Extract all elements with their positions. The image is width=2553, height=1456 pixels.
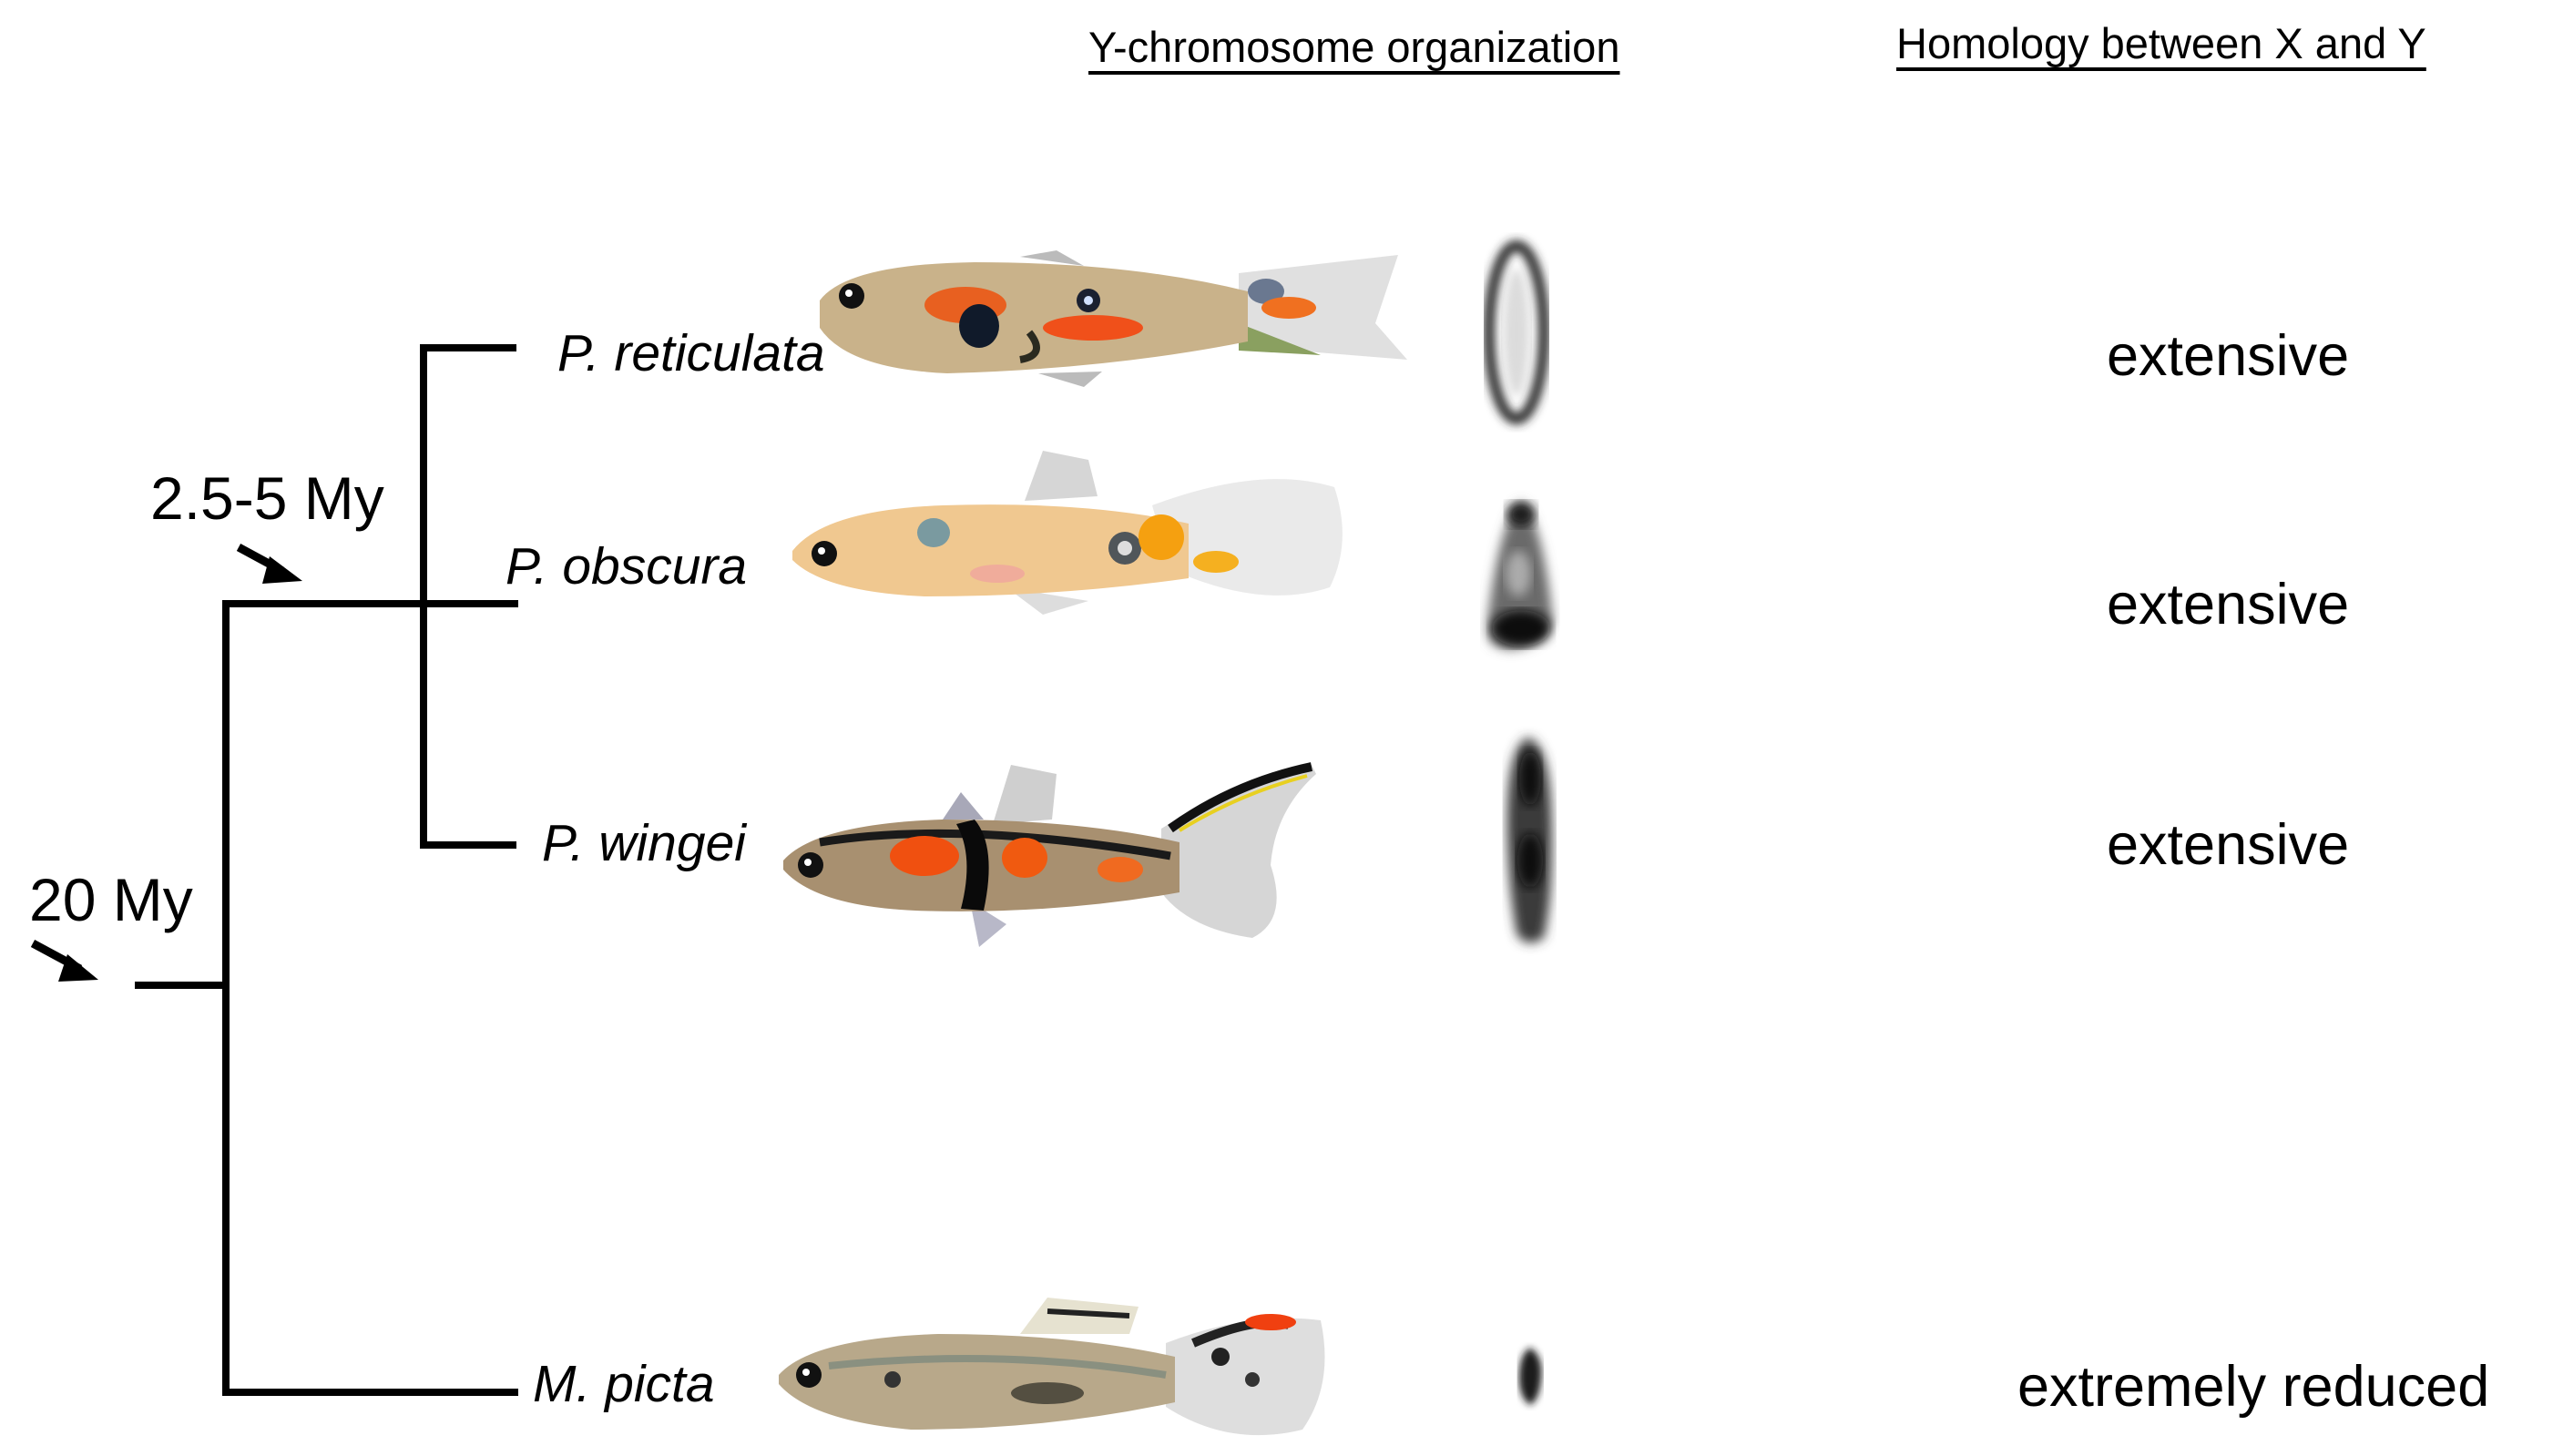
root-arrow-icon <box>30 940 98 982</box>
y-chromosome-image-m-picta <box>1519 1348 1542 1405</box>
y-chromosome-image-p-wingei <box>1506 738 1552 943</box>
inner-arrow-icon <box>236 544 302 584</box>
inner-node-age-label: 2.5-5 My <box>150 464 384 532</box>
species-label-p-wingei: P. wingei <box>542 814 746 872</box>
species-label-p-reticulata: P. reticulata <box>557 324 825 382</box>
fish-image-p-obscura <box>792 451 1343 615</box>
root-node-age-label: 20 My <box>29 866 193 933</box>
species-label-m-picta: M. picta <box>533 1355 715 1413</box>
homology-value-p-wingei: extensive <box>2107 813 2350 877</box>
homology-value-m-picta: extremely reduced <box>2017 1355 2490 1419</box>
species-label-p-obscura: P. obscura <box>505 537 748 596</box>
header-y-chromosome-organization: Y-chromosome organization <box>1088 23 1620 71</box>
fish-image-p-wingei <box>783 762 1316 947</box>
y-chromosome-image-p-reticulata <box>1484 240 1549 424</box>
homology-value-p-reticulata: extensive <box>2107 324 2350 388</box>
fish-image-p-reticulata <box>820 250 1407 387</box>
fish-image-m-picta <box>779 1298 1325 1436</box>
header-homology-x-y: Homology between X and Y <box>1896 19 2426 67</box>
homology-value-p-obscura: extensive <box>2107 573 2350 636</box>
y-chromosome-image-p-obscura <box>1486 501 1553 650</box>
